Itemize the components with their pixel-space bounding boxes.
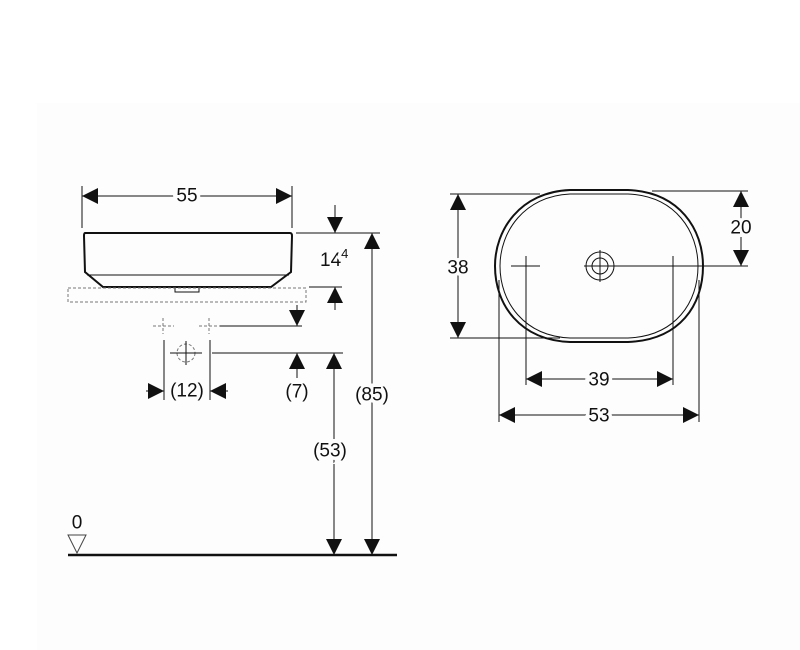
- drain-offset-label: 20: [730, 218, 751, 239]
- width-label: 55: [176, 186, 197, 207]
- drawing-background: [37, 103, 800, 650]
- top-width-label: 53: [588, 406, 609, 427]
- overall-height-label: (85): [355, 385, 389, 406]
- dimension-waste-offset: (7): [282, 353, 312, 406]
- waste-offset-label: (7): [285, 382, 308, 403]
- top-view: 38 20 39 53: [444, 189, 755, 430]
- tap-hole-marks-top: [511, 256, 674, 385]
- tap-hole-marks: [153, 318, 220, 334]
- depth-label: 38: [447, 258, 468, 279]
- waste-height-label: (53): [313, 441, 347, 462]
- tap-spacing-label: 39: [588, 370, 609, 391]
- dimension-depth-38: 38: [444, 193, 560, 339]
- waste-outlet-mark: [170, 341, 343, 365]
- dimension-waste-height: (53): [310, 353, 350, 555]
- dimension-height-14: 144: [296, 205, 380, 310]
- countertop-outline: [67, 287, 307, 303]
- dimension-overall-height: (85): [352, 233, 392, 555]
- floor-level-triangle-icon: [67, 534, 87, 555]
- height-label: 144: [320, 246, 348, 271]
- drain-outlet: [174, 286, 200, 293]
- dimension-width-55: 55: [81, 182, 293, 228]
- dimension-tap-spacing-39: 39: [526, 366, 673, 394]
- basin-top-outline: [493, 189, 705, 343]
- floor-label: 0: [72, 513, 83, 534]
- waste-spacing-label: (12): [170, 381, 204, 402]
- drain-icon: [584, 250, 748, 282]
- dimension-waste-spacing: (12): [146, 340, 228, 405]
- dimension-width-53: 53: [498, 280, 700, 430]
- basin-side-outline: [82, 232, 294, 293]
- dimension-drain-offset-20: 20: [652, 190, 755, 266]
- side-view: 55 144 (12): [67, 182, 397, 557]
